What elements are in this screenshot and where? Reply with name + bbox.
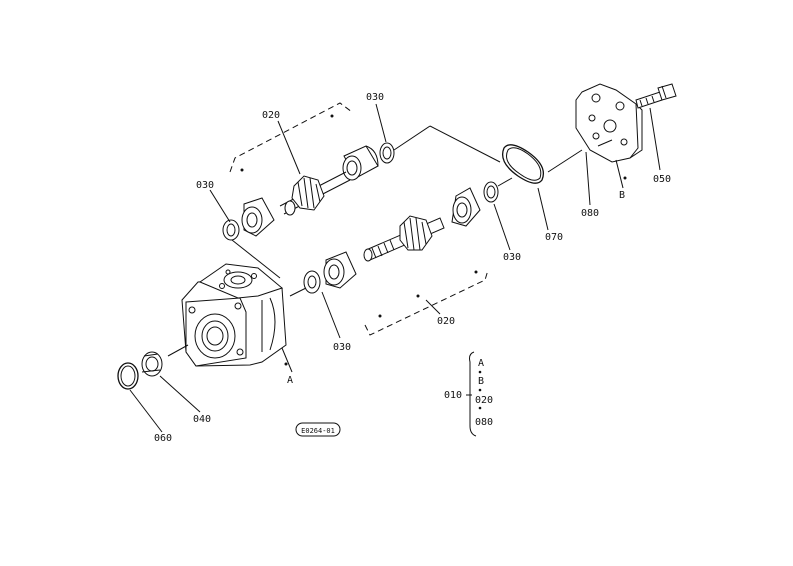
- figure-code-text: E0264-01: [301, 427, 335, 435]
- legend-item-b: B: [478, 376, 484, 387]
- o-ring-070: [501, 144, 545, 184]
- bearing-block-top: [342, 145, 379, 181]
- drive-gear-shaft-020: [363, 215, 445, 262]
- idler-gear-020-top: [279, 171, 351, 216]
- callout-020-top: 020: [262, 110, 280, 121]
- leader-lines: [129, 103, 661, 433]
- bushing-030-top: [379, 142, 395, 164]
- bearing-block-bottom: [323, 251, 357, 289]
- legend-item-080: 080: [475, 417, 493, 428]
- figure-code-badge: E0264-01: [295, 422, 341, 437]
- callout-080: 080: [581, 208, 599, 219]
- legend-parent: 010: [444, 390, 462, 401]
- bushing-030-mid: [303, 270, 321, 294]
- assembly-axis-lines: [167, 125, 613, 357]
- callout-030-right: 030: [503, 252, 521, 263]
- bottom-gear-group-bracket: [364, 269, 489, 336]
- callout-030-left: 030: [196, 180, 214, 191]
- bearing-block-left: [241, 197, 275, 237]
- callout-040: 040: [193, 414, 211, 425]
- callout-a: A: [287, 375, 293, 386]
- cover-plate-b: [575, 83, 643, 163]
- bushing-030-left: [222, 219, 240, 241]
- oil-seal-040: [141, 351, 163, 377]
- callout-070: 070: [545, 232, 563, 243]
- callout-030-mid: 030: [333, 342, 351, 353]
- bolt-050: [635, 83, 677, 109]
- callout-020-bottom: 020: [437, 316, 455, 327]
- pump-housing-a: [181, 263, 287, 367]
- legend-item-a: A: [478, 358, 484, 369]
- callout-060: 060: [154, 433, 172, 444]
- callout-b: B: [619, 190, 625, 201]
- snap-ring-060: [117, 362, 139, 390]
- bushing-030-right: [483, 181, 499, 203]
- callout-030-top: 030: [366, 92, 384, 103]
- legend-item-020: 020: [475, 395, 493, 406]
- callout-050: 050: [653, 174, 671, 185]
- bearing-block-right: [451, 187, 481, 227]
- assembly-legend: 010 A B 020 080: [444, 351, 493, 437]
- top-gear-group-bracket: [229, 102, 353, 173]
